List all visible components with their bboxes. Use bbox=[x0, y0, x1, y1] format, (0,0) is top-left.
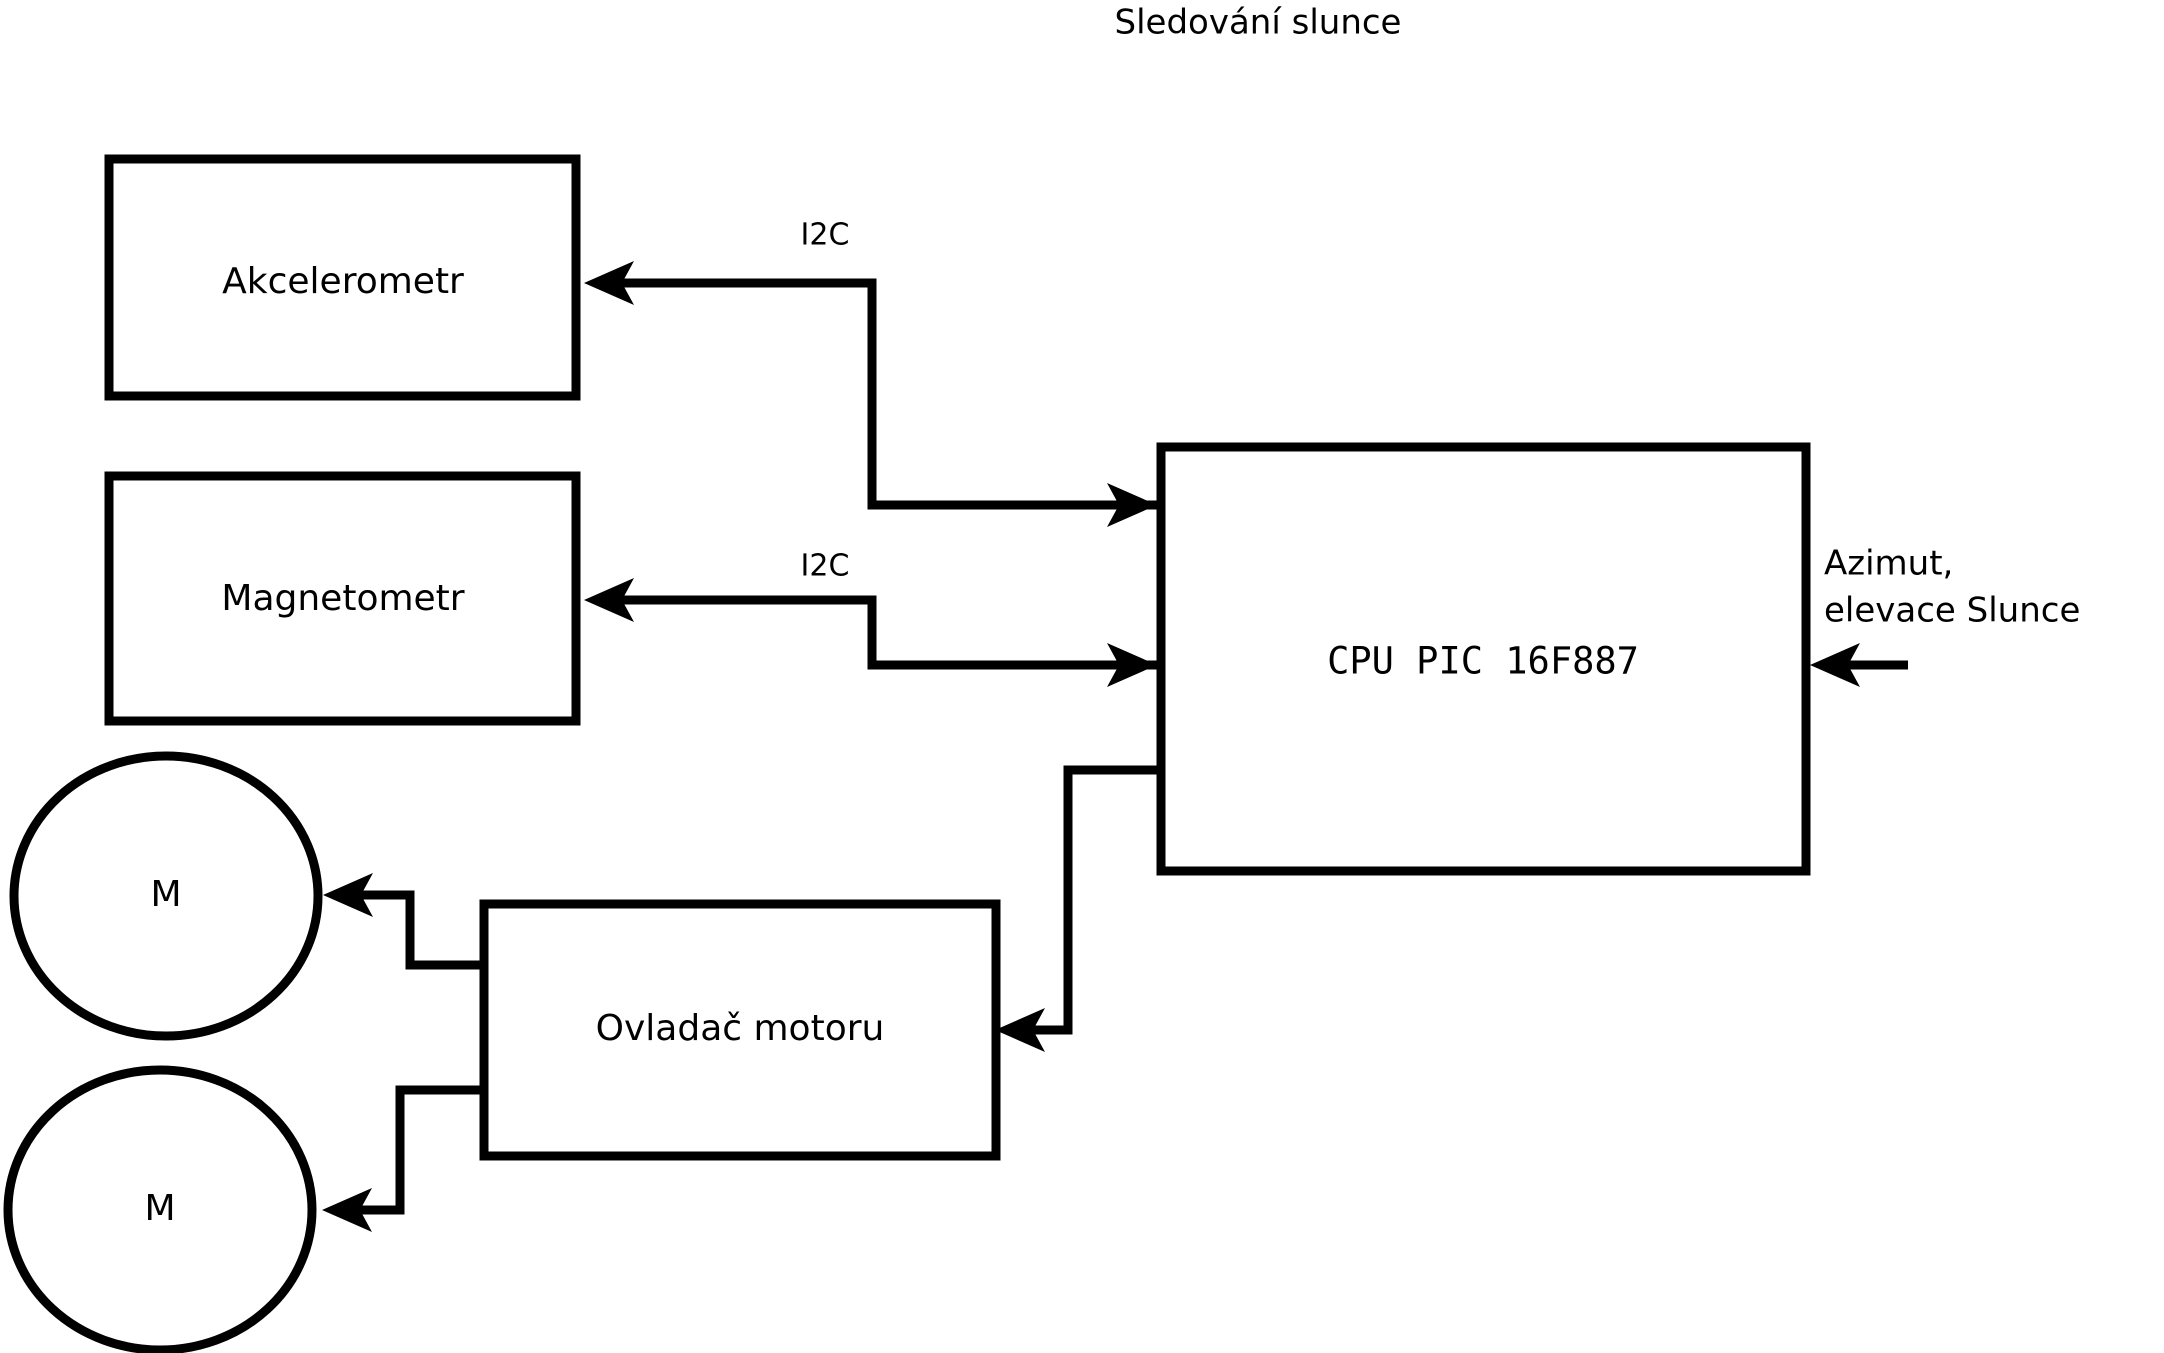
motor-lower-circle[interactable] bbox=[3, 1065, 317, 1353]
arrow-head-cpu-in-accelerometer bbox=[1107, 483, 1157, 527]
wire-accelerometer-to-cpu bbox=[1107, 483, 1157, 527]
sun-input-label-line2: elevace Slunce bbox=[1824, 591, 2080, 631]
page-title: Sledování slunce bbox=[1115, 3, 1402, 43]
motor-upper-circle[interactable] bbox=[9, 751, 323, 1041]
motor-upper-label: M bbox=[150, 874, 181, 915]
node-accelerometer[interactable]: Akcelerometr bbox=[104, 154, 581, 401]
arrow-head-motor-upper-in bbox=[323, 873, 373, 917]
node-motor-lower[interactable]: M bbox=[3, 1065, 317, 1353]
node-cpu[interactable]: CPU PIC 16F887 bbox=[1156, 442, 1811, 876]
cpu-label: CPU PIC 16F887 bbox=[1327, 640, 1639, 683]
wire-cpu-to-motor-driver bbox=[995, 765, 1157, 1052]
arrow-head-accelerometer-in bbox=[584, 261, 634, 305]
edge-label-i2c-magnetometer: I2C bbox=[801, 549, 850, 584]
cpu-box[interactable] bbox=[1156, 442, 1811, 876]
accelerometer-box[interactable] bbox=[104, 154, 581, 401]
node-motor-driver[interactable]: Ovladač motoru bbox=[479, 899, 1001, 1161]
magnetometer-label: Magnetometr bbox=[221, 578, 464, 619]
motor-driver-box[interactable] bbox=[479, 899, 1001, 1161]
wire-motor-driver-to-motor-upper bbox=[323, 873, 480, 970]
node-motor-upper[interactable]: M bbox=[9, 751, 323, 1041]
wire-sun-input-to-cpu bbox=[1810, 643, 1908, 687]
arrow-head-motor-driver-in bbox=[995, 1008, 1045, 1052]
node-magnetometer[interactable]: Magnetometr bbox=[104, 471, 581, 726]
edge-label-i2c-accelerometer: I2C bbox=[801, 218, 850, 253]
motor-lower-label: M bbox=[144, 1188, 175, 1229]
arrow-head-magnetometer-in bbox=[584, 578, 634, 622]
arrow-head-cpu-in-magnetometer bbox=[1107, 643, 1157, 687]
magnetometer-box[interactable] bbox=[104, 471, 581, 726]
motor-driver-label: Ovladač motoru bbox=[596, 1008, 885, 1049]
arrow-head-cpu-in-sun bbox=[1810, 643, 1860, 687]
sun-input-label-line1: Azimut, bbox=[1824, 544, 1953, 584]
wire-cpu-to-accelerometer bbox=[584, 261, 1157, 510]
arrow-head-motor-lower-in bbox=[322, 1188, 372, 1232]
accelerometer-label: Akcelerometr bbox=[222, 261, 464, 302]
wire-cpu-to-magnetometer bbox=[584, 578, 1157, 687]
wire-motor-driver-to-motor-lower bbox=[322, 1085, 480, 1232]
